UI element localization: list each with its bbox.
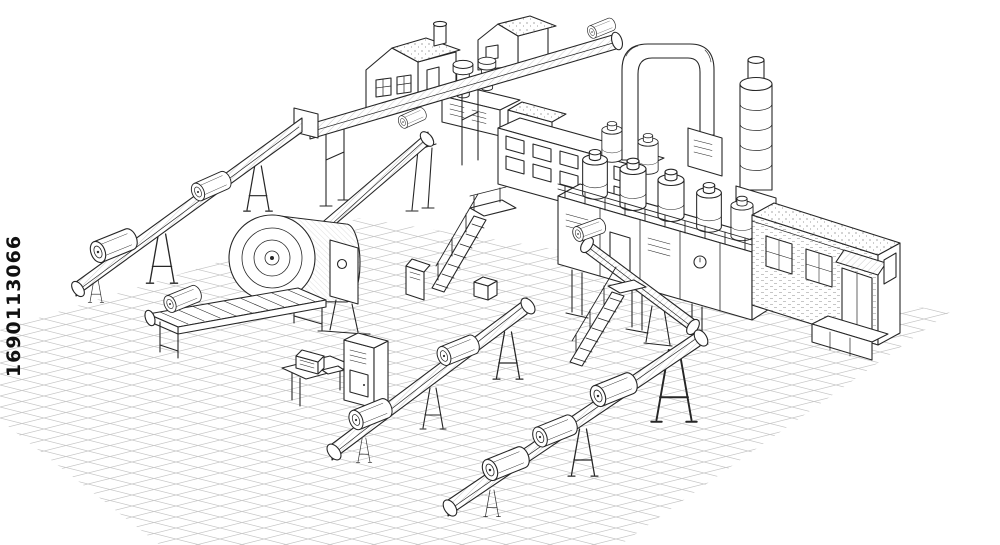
control-pedestal: [405, 258, 431, 301]
belt-drum: [610, 31, 624, 51]
stock-watermark-id: 1690113066: [2, 231, 26, 381]
platform-railing: [557, 183, 753, 251]
window: [532, 163, 552, 183]
belt-drum: [442, 499, 458, 517]
crate: [473, 276, 498, 301]
roller-table: [144, 283, 327, 359]
loading-dock: [811, 315, 889, 361]
stairs-left: [431, 186, 517, 293]
window: [485, 44, 499, 61]
control-cabinet: [343, 332, 389, 409]
window: [396, 74, 412, 95]
watermark-number: 1690113066: [3, 234, 25, 378]
belt-drum: [144, 309, 156, 327]
window: [375, 77, 392, 98]
window: [505, 155, 525, 175]
conveyor-belt: [75, 117, 303, 297]
conveyor-leg: [243, 165, 273, 212]
belt-drum: [520, 297, 536, 315]
cabinet-door: [349, 369, 369, 398]
belt-drum: [693, 329, 709, 347]
rooftop-chimney: [432, 20, 448, 47]
window: [532, 143, 552, 163]
conveyor-leg: [643, 305, 673, 347]
exhaust-pipe-arch: [621, 43, 723, 177]
packing-conveyor-2: [442, 329, 709, 518]
belt-drum: [419, 131, 435, 147]
feed-conveyor: [317, 105, 437, 240]
window: [505, 135, 525, 155]
control-desk: [281, 349, 355, 407]
support-gantry: [455, 83, 485, 166]
pipe-base-housing: [687, 127, 723, 177]
side-window: [883, 252, 897, 285]
tank: [730, 195, 754, 242]
roll-stand: [317, 239, 371, 335]
window: [765, 235, 793, 275]
window: [805, 248, 833, 288]
belt-drum: [71, 280, 85, 298]
stairs-right: [569, 266, 647, 367]
packing-conveyor-1: [326, 297, 536, 463]
big-material-roll: [211, 214, 371, 335]
right-warehouse: [751, 202, 901, 361]
stair-landing: [607, 279, 647, 294]
left-conveyor: [71, 117, 303, 303]
belt-drum: [580, 236, 594, 254]
stair-landing: [469, 186, 517, 217]
window: [559, 150, 579, 170]
belt-drum: [326, 443, 342, 461]
